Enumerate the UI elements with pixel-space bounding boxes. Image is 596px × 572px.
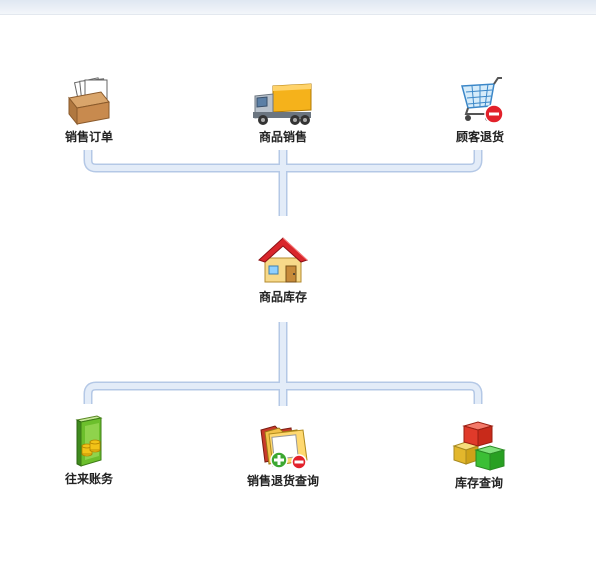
- return-query-node[interactable]: 销售退货查询: [228, 420, 338, 489]
- inventory-label: 商品库存: [258, 290, 307, 304]
- return-query-label: 销售退货查询: [246, 474, 319, 488]
- accounts-label: 往来账务: [64, 472, 113, 486]
- ledger-books-icon: [75, 415, 103, 467]
- stacked-boxes-icon: [452, 421, 506, 471]
- folders-add-remove-icon: [260, 425, 308, 470]
- stock-query-label: 库存查询: [454, 476, 503, 490]
- sales-order-node[interactable]: 销售订单: [34, 74, 144, 145]
- sales-order-label: 销售订单: [64, 130, 113, 144]
- delivery-truck-icon: [253, 83, 312, 125]
- customer-return-label: 顾客退货: [455, 130, 504, 144]
- customer-return-node[interactable]: 顾客退货: [425, 74, 535, 145]
- top-branch-connector: [83, 150, 483, 216]
- inventory-node[interactable]: 商品库存: [228, 234, 338, 305]
- accounts-node[interactable]: 往来账务: [34, 414, 144, 487]
- product-sales-label: 商品销售: [258, 130, 307, 144]
- warehouse-house-icon: [258, 237, 308, 283]
- file-box-icon: [68, 77, 110, 126]
- stock-query-node[interactable]: 库存查询: [424, 416, 534, 491]
- shopping-cart-remove-icon: [461, 77, 504, 124]
- bottom-branch-connector: [83, 322, 483, 406]
- top-header-bar: [0, 0, 596, 15]
- product-sales-node[interactable]: 商品销售: [228, 80, 338, 145]
